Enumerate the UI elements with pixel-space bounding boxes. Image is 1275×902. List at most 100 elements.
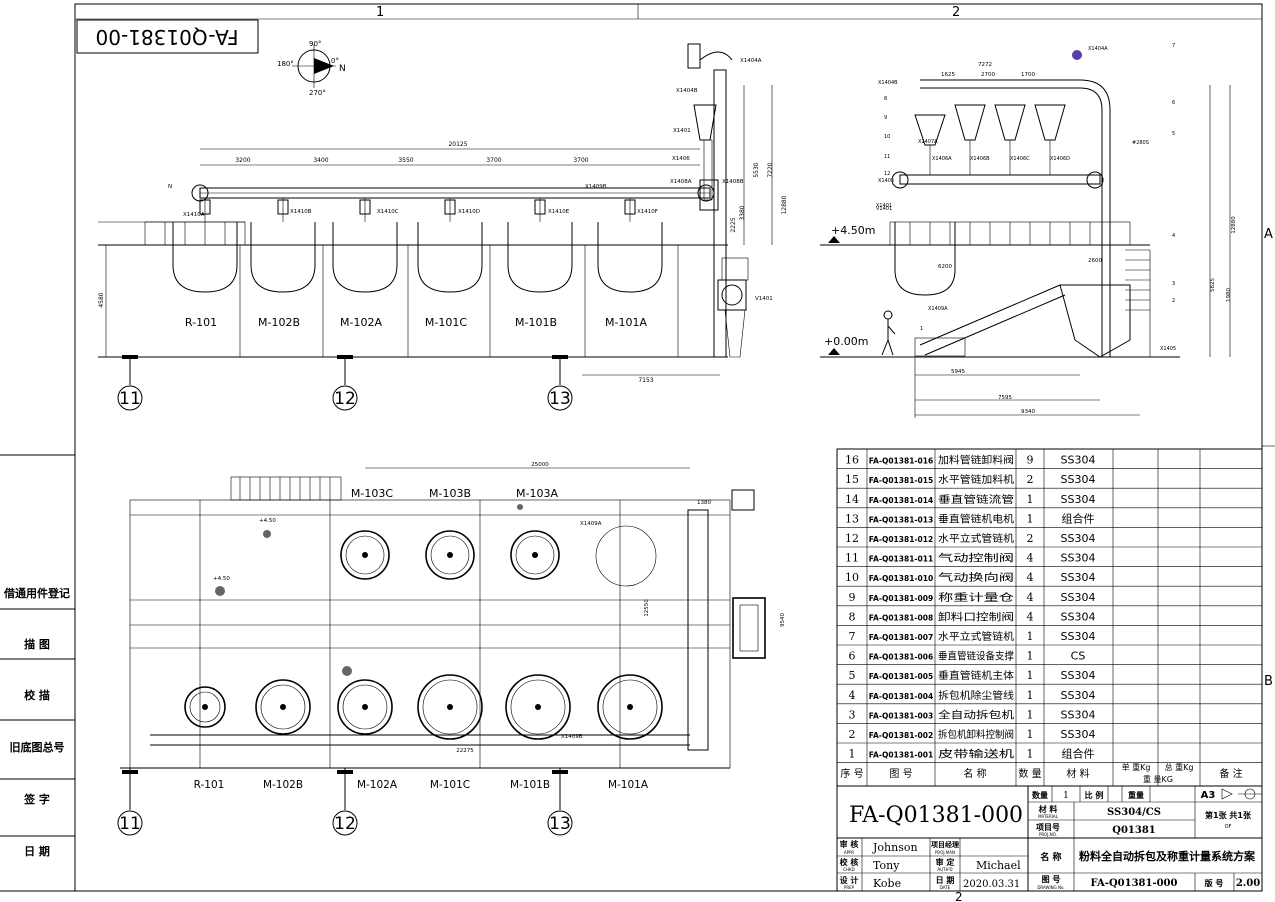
side-dimension: 7595	[998, 395, 1012, 401]
part-code: FA-Q01381-004	[869, 692, 933, 701]
plan-top-tank-center	[362, 552, 368, 558]
plan-top-tank-inner	[515, 535, 555, 575]
tb-pm-label: 项目经理	[931, 840, 959, 849]
elevation-tank-label: R-101	[185, 316, 217, 329]
part-name: 垂直管链机电机	[938, 512, 1014, 525]
elevation-tag: X1406	[672, 156, 690, 162]
part-number: 15	[845, 473, 859, 486]
elevation-view	[98, 43, 773, 385]
tb-check-name: Tony	[873, 859, 900, 872]
side-callout-number: 8	[884, 96, 887, 102]
plan-bottom-tank-center	[202, 704, 208, 710]
hdr-weight: 重 量KG	[1143, 774, 1173, 784]
compass-n: N	[339, 64, 346, 74]
part-number: 14	[845, 493, 859, 506]
zone-label-a: A	[1264, 227, 1273, 242]
part-material: SS304	[1061, 728, 1096, 741]
elevation-dimension: 3550	[398, 157, 413, 164]
part-code: FA-Q01381-005	[869, 672, 933, 681]
tb-project-sub: PROJ.NO.	[1039, 832, 1057, 837]
plan-bottom-tank-inner	[342, 684, 388, 730]
part-material: SS304	[1061, 630, 1096, 643]
plan-tag: X1409A	[580, 521, 602, 527]
left-col-label-5: 签 字	[23, 792, 50, 806]
side-view-highlight-dot	[1072, 50, 1082, 60]
tb-qty-value: 1	[1063, 791, 1069, 801]
elevation-dimension: 2225	[730, 217, 737, 232]
part-qty: 1	[1027, 689, 1034, 702]
side-callout-number: 12	[884, 171, 890, 177]
side-tag: X1406C	[1010, 156, 1030, 162]
elevation-tank-label: M-102A	[340, 316, 382, 329]
plan-dimensions: 25000222751380954012550+4.50+4.50X1409AX…	[213, 462, 786, 754]
plan-bottom-tank	[417, 674, 483, 740]
hdr-unit-weight: 单 重Kg	[1122, 762, 1151, 772]
axis-bubble-label: 12	[334, 814, 356, 834]
part-number: 10	[845, 571, 859, 584]
part-number: 16	[845, 454, 859, 467]
side-dimension: 6200	[938, 264, 952, 270]
part-name: 水平立式管链机	[938, 532, 1014, 545]
side-dimension: 7272	[978, 62, 992, 68]
plan-bottom-tank-inner	[510, 679, 566, 735]
part-code: FA-Q01381-014	[869, 496, 933, 505]
tb-drawno-label: 图 号	[1042, 875, 1061, 884]
part-number: 9	[849, 591, 856, 604]
elevation-dimension: 3700	[486, 157, 501, 164]
part-name: 全自动拆包机	[938, 708, 1014, 721]
tb-design-name: Kobe	[873, 877, 901, 890]
elevation-valve	[624, 199, 636, 215]
elevation-tag: X1410D	[458, 209, 480, 215]
plan-top-tank-label: M-103A	[516, 487, 558, 500]
elevation-valve	[359, 199, 371, 215]
tb-date-value: 2020.03.31	[963, 879, 1020, 890]
axis-bubble	[547, 810, 573, 836]
elevation-tank	[417, 222, 483, 293]
plan-bottom-tank-label: M-101A	[608, 779, 649, 791]
plan-top-tank-label: M-103B	[429, 487, 471, 500]
side-dimension: 12880	[1231, 216, 1237, 234]
elevation-dimension: 5530	[753, 162, 760, 177]
tb-auth-name: Michael	[976, 859, 1021, 872]
plan-bottom-tank	[505, 674, 571, 740]
side-dimension: 5945	[951, 369, 965, 375]
elevation-dimension: 20125	[448, 141, 467, 148]
plan-top-tank-label: M-103C	[351, 487, 393, 500]
side-tag: X1401	[876, 203, 892, 209]
parts-table-header: 序 号 图 号 名 称 数 量 材 料 单 重Kg 总 重Kg 重 量KG 备 …	[840, 762, 1242, 784]
tb-auth-sub: AUTH'D	[937, 867, 952, 872]
part-name: 气动控制阀	[938, 552, 1014, 565]
plan-bottom-tank	[337, 679, 393, 735]
part-number: 7	[849, 630, 856, 643]
part-material: SS304	[1061, 571, 1096, 584]
part-number: 5	[849, 669, 856, 682]
side-dimension: 1625	[941, 72, 955, 78]
side-dimension: 5825	[1210, 278, 1216, 292]
tb-pm-sub: PROJ.MAN	[935, 850, 955, 855]
plan-bottom-tank-center	[280, 704, 286, 710]
elevation-tag: X1409B	[585, 184, 607, 190]
zone-label-2: 2	[952, 5, 960, 20]
plan-bottom-tank-inner	[422, 679, 478, 735]
plan-dimension: 25000	[531, 462, 549, 468]
side-tag: X1407A	[918, 139, 938, 145]
axis-bubble	[117, 385, 143, 411]
part-number: 4	[849, 689, 856, 702]
zone-label-bottom-2: 2	[955, 890, 963, 902]
plan-bottom-tank-label: M-101B	[510, 779, 550, 791]
title-block	[836, 785, 1263, 892]
tb-scale-label: 比 例	[1085, 790, 1104, 800]
left-col-label-3: 校 描	[24, 688, 50, 702]
part-number: 3	[849, 708, 856, 721]
elevation-tag: X1410B	[290, 209, 312, 215]
side-tag: X1404B	[878, 80, 898, 86]
side-callout-number: 4	[1172, 233, 1175, 239]
plan-bottom-tank-inner	[189, 691, 221, 723]
tb-material-sub: MATERIAL	[1038, 814, 1059, 819]
side-tag: V1401	[876, 206, 892, 212]
